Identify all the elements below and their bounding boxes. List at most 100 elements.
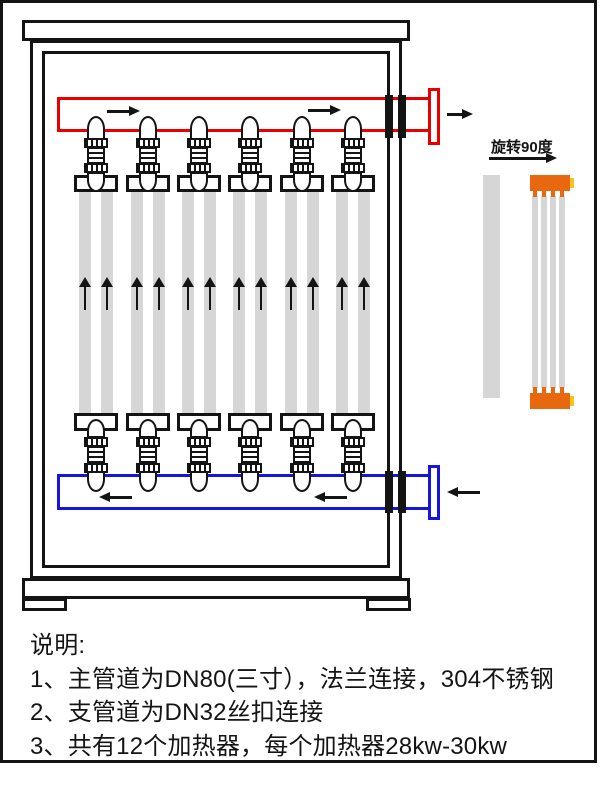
up-flow-arrow: [136, 285, 138, 310]
side-view-tube: [559, 196, 565, 388]
union-nut: [84, 463, 108, 473]
up-flow-arrow: [260, 285, 262, 310]
outlet-flow-arrow: [308, 109, 330, 112]
side-view-heater-bar: [483, 175, 500, 398]
side-view-cap-bottom: [570, 396, 574, 406]
pipe-seal: [398, 471, 406, 513]
note-line: 2、支管道为DN32丝扣连接: [30, 699, 324, 726]
up-flow-arrow-head: [204, 277, 216, 287]
up-flow-arrow: [158, 285, 160, 310]
side-view-stub: [542, 387, 546, 393]
cabinet-bottom-cap: [22, 578, 410, 599]
cabinet-foot-right: [366, 598, 411, 611]
threaded-joint: [241, 446, 259, 464]
side-view-stub: [533, 387, 537, 393]
notes-title: 说明:: [30, 632, 86, 659]
threaded-joint: [344, 147, 362, 164]
side-view-stub: [560, 387, 564, 393]
side-view-stub: [551, 387, 555, 393]
threaded-joint: [139, 446, 157, 464]
tube-dome: [190, 419, 208, 438]
up-flow-arrow-head: [336, 277, 348, 287]
cabinet-top-cap: [22, 20, 410, 41]
pipe-seal: [398, 95, 406, 138]
side-view-tube: [532, 196, 538, 388]
up-flow-arrow: [238, 285, 240, 310]
union-nut: [136, 463, 160, 473]
rotate-arrow: [489, 157, 546, 160]
inlet-flow-arrow: [110, 496, 132, 499]
tube-dome: [241, 172, 259, 192]
inlet-flange: [428, 465, 440, 520]
outlet-flange: [428, 88, 440, 145]
cabinet-foot-left: [22, 598, 67, 611]
up-flow-arrow-head: [307, 277, 319, 287]
side-view-tube: [541, 196, 547, 388]
up-flow-arrow: [341, 285, 343, 310]
threaded-joint: [241, 147, 259, 164]
up-flow-arrow: [84, 285, 86, 310]
threaded-joint: [190, 147, 208, 164]
pipe-seal: [385, 95, 393, 138]
side-view-stub: [551, 191, 555, 197]
note-line: 3、共有12个加热器，每个加热器28kw-30kw: [30, 732, 508, 760]
up-flow-arrow: [209, 285, 211, 310]
union-nut: [341, 163, 365, 173]
up-flow-arrow-head: [153, 277, 165, 287]
up-flow-arrow-head: [255, 277, 267, 287]
union-nut: [238, 463, 262, 473]
union-nut: [290, 163, 314, 173]
up-flow-arrow: [106, 285, 108, 310]
threaded-joint: [87, 446, 105, 464]
threaded-joint: [293, 446, 311, 464]
rotate-90-label: 旋转90度: [491, 139, 553, 156]
union-nut: [238, 163, 262, 173]
tube-dome: [87, 419, 105, 438]
tube-dome: [293, 419, 311, 438]
inlet-flow-arrow: [325, 496, 347, 499]
side-view-stub: [533, 191, 537, 197]
tube-dome: [293, 172, 311, 192]
union-nut: [341, 463, 365, 473]
up-flow-arrow-head: [182, 277, 194, 287]
pipe-seal: [385, 471, 393, 513]
union-nut: [136, 163, 160, 173]
side-view-manifold-top: [530, 175, 570, 191]
up-flow-arrow: [187, 285, 189, 310]
tube-dome: [87, 172, 105, 192]
tube-dome: [139, 419, 157, 438]
up-flow-arrow-head: [233, 277, 245, 287]
side-view-cap-top: [570, 178, 574, 188]
outlet-exit-arrow: [447, 113, 462, 116]
threaded-joint: [190, 446, 208, 464]
outlet-flow-arrow: [107, 110, 129, 113]
up-flow-arrow: [312, 285, 314, 310]
up-flow-arrow: [363, 285, 365, 310]
tube-dome: [241, 419, 259, 438]
up-flow-arrow-head: [358, 277, 370, 287]
side-view-manifold-bottom: [530, 393, 570, 409]
side-view-stub: [560, 191, 564, 197]
union-nut: [187, 463, 211, 473]
up-flow-arrow-head: [79, 277, 91, 287]
tube-dome: [344, 419, 362, 438]
note-line: 1、主管道为DN80(三寸），法兰连接，304不锈钢: [30, 665, 554, 693]
up-flow-arrow-head: [131, 277, 143, 287]
up-flow-arrow: [290, 285, 292, 310]
threaded-joint: [293, 147, 311, 164]
union-nut: [290, 463, 314, 473]
union-nut: [187, 163, 211, 173]
up-flow-arrow-head: [285, 277, 297, 287]
tube-dome: [139, 172, 157, 192]
tube-dome: [344, 172, 362, 192]
inlet-entry-arrow: [458, 491, 480, 494]
up-flow-arrow-head: [101, 277, 113, 287]
threaded-joint: [344, 446, 362, 464]
side-view-tube: [550, 196, 556, 388]
tube-dome: [190, 172, 208, 192]
threaded-joint: [139, 147, 157, 164]
union-nut: [84, 163, 108, 173]
side-view-stub: [542, 191, 546, 197]
threaded-joint: [87, 147, 105, 164]
